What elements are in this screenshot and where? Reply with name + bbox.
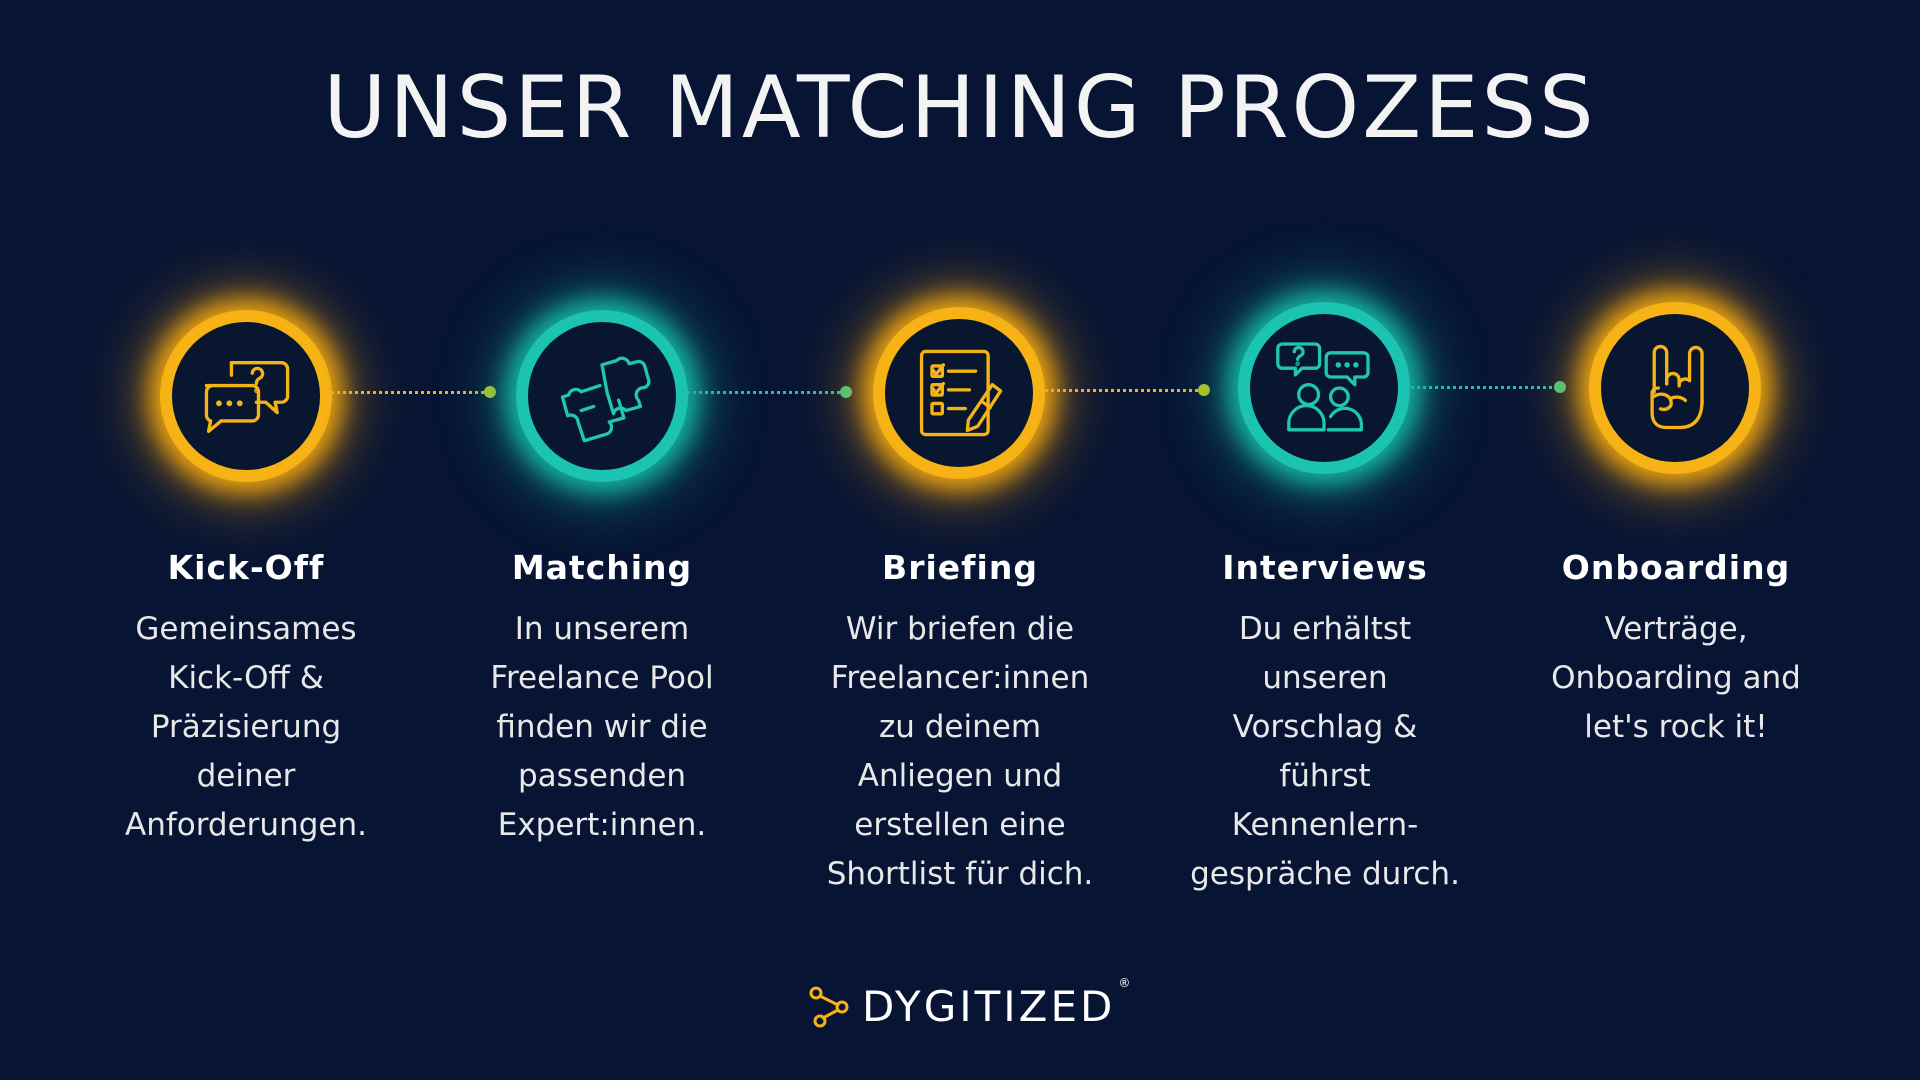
page-title: UNSER MATCHING PROZESS (323, 58, 1597, 158)
kick-off-step-circle (172, 322, 320, 470)
step-interviews: Interviews Du erhältst unseren Vorschlag… (1165, 548, 1485, 899)
connector-line (318, 391, 490, 394)
step-title: Kick-Off (167, 548, 325, 587)
dygitized-logo: DYGITIZED® (808, 976, 1133, 1031)
step-title: Interviews (1222, 548, 1428, 587)
step-description: Du erhältst unseren Vorschlag & führst K… (1190, 611, 1460, 892)
step-title: Briefing (882, 548, 1038, 587)
step-description: Gemeinsames Kick-Off & Präzisierung dein… (125, 611, 367, 843)
step-description: Verträge, Onboarding and let's rock it! (1551, 611, 1801, 745)
interviews-step-circle (1250, 314, 1398, 462)
connector-dot (1198, 384, 1210, 396)
logo-wordmark: DYGITIZED (862, 982, 1116, 1031)
chat-question-icon (204, 361, 290, 434)
step-title: Matching (511, 548, 693, 587)
logo-text: DYGITIZED® (862, 976, 1133, 1031)
connector-line (676, 391, 846, 394)
connector-dot (484, 386, 496, 398)
checklist-pencil-icon (919, 349, 1003, 437)
matching-step-circle (528, 322, 676, 470)
connector-line (1032, 389, 1204, 392)
step-kick-off: Kick-Off Gemeinsames Kick-Off & Präzisie… (86, 548, 406, 850)
connector-dot (840, 386, 852, 398)
people-chat-icon (1276, 342, 1370, 432)
connector-dot (1554, 381, 1566, 393)
molecule-logo-icon (809, 986, 849, 1027)
step-description: In unserem Freelance Pool finden wir die… (490, 611, 714, 843)
step-onboarding: Onboarding Verträge, Onboarding and let'… (1516, 548, 1836, 752)
step-briefing: Briefing Wir briefen die Freelancer:inne… (810, 548, 1110, 899)
rock-hand-icon (1650, 344, 1704, 430)
connector-line (1398, 386, 1560, 389)
onboarding-step-circle (1601, 314, 1749, 462)
registered-mark: ® (1118, 976, 1134, 990)
step-title: Onboarding (1561, 548, 1791, 587)
step-matching: Matching In unserem Freelance Pool finde… (442, 548, 762, 850)
briefing-step-circle (885, 319, 1033, 467)
puzzle-icon (560, 356, 651, 443)
step-description: Wir briefen die Freelancer:innen zu dein… (826, 611, 1094, 892)
